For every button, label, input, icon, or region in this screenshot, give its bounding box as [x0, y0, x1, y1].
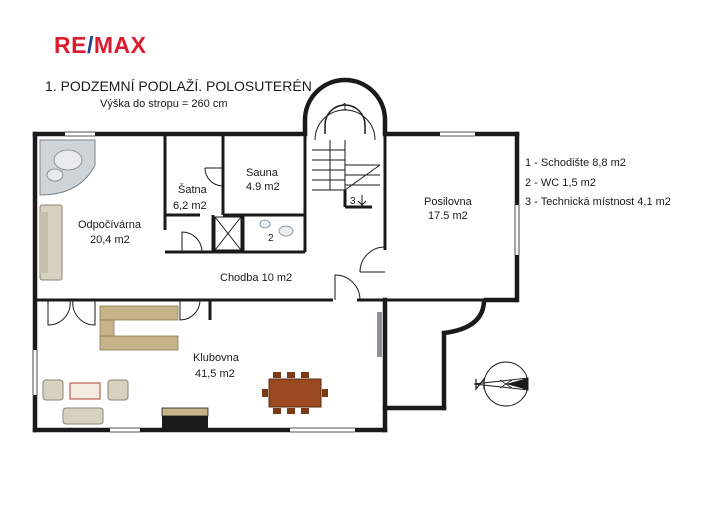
room-klubovna-area: 41,5 m2	[195, 368, 235, 380]
wall-tv	[377, 312, 382, 357]
room-odpocivarna-name: Odpočívárna	[78, 219, 142, 231]
door-posilovna	[334, 274, 361, 301]
room-chodba-label: Chodba 10 m2	[220, 272, 292, 284]
doors	[47, 167, 386, 326]
tech-room-box	[214, 216, 242, 251]
stair-tower-wall	[302, 77, 388, 134]
room-sauna-name: Sauna	[246, 167, 279, 179]
ceiling-height: Výška do stropu = 260 cm	[100, 98, 228, 110]
room-posilovna-name: Posilovna	[424, 196, 473, 208]
sink-icon	[278, 225, 294, 237]
room-odpocivarna-area: 20,4 m2	[90, 234, 130, 246]
door-stairs	[359, 246, 386, 273]
windows	[32, 131, 520, 433]
sofa-icon	[39, 204, 63, 281]
bay-wall	[443, 299, 487, 336]
marker-stairs: 1	[342, 102, 348, 113]
legend-item-technical-room: 3 - Technická místnost 4,1 m2	[525, 196, 671, 208]
legend-item-wc: 2 - WC 1,5 m2	[525, 177, 596, 189]
remax-logo: RE/MAX	[54, 32, 147, 58]
interior-walls	[35, 134, 517, 320]
floor-title: 1. PODZEMNÍ PODLAŽÍ. POLOSUTERÉN	[45, 78, 312, 94]
door-sauna	[204, 167, 224, 187]
lounge-seating	[42, 379, 129, 425]
room-satna-area: 6,2 m2	[173, 200, 207, 212]
jacuzzi-icon	[39, 139, 96, 196]
marker-wc: 2	[268, 233, 274, 244]
door-klubovna-main	[179, 299, 201, 321]
room-satna-name: Šatna	[178, 183, 208, 196]
room-posilovna-area: 17.5 m2	[428, 210, 468, 222]
fireplace	[161, 407, 209, 430]
toilet-icon	[259, 219, 271, 229]
door-klubovna-right	[72, 299, 96, 326]
marker-tech: 3	[350, 196, 356, 207]
room-klubovna-name: Klubovna	[193, 352, 240, 364]
room-sauna-area: 4.9 m2	[246, 181, 280, 193]
staircase	[312, 109, 381, 206]
door-satna	[181, 231, 203, 253]
compass-icon	[473, 361, 529, 407]
bar-counter	[99, 305, 179, 351]
dining-table-icon	[262, 372, 328, 414]
legend-item-stairs: 1 - Schodište 8,8 m2	[525, 157, 626, 169]
wc-fixtures	[259, 219, 294, 237]
door-klubovna-left	[47, 299, 71, 326]
